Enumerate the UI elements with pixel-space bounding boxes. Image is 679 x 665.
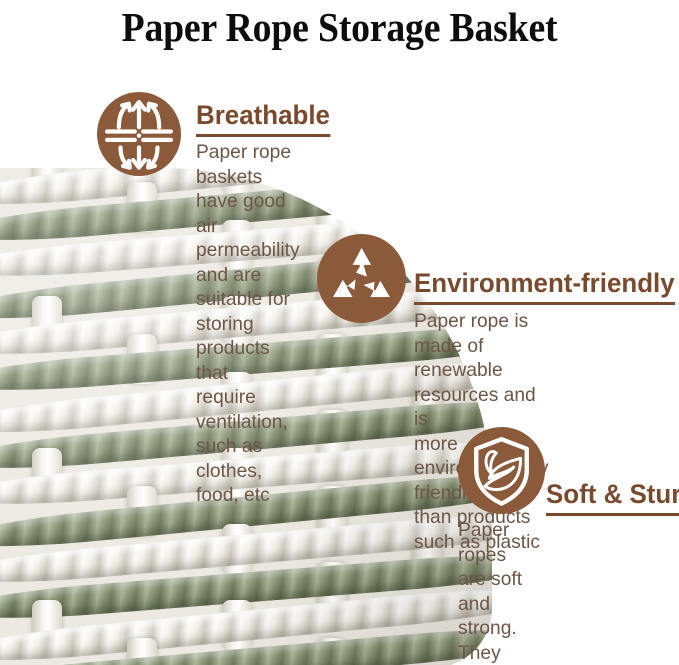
feature-heading: Breathable bbox=[196, 100, 330, 137]
feature-body: Paper rope baskets have good air permeab… bbox=[196, 141, 300, 506]
airflow-icon bbox=[97, 92, 181, 176]
shield-leaf-icon bbox=[458, 427, 545, 514]
recycle-icon bbox=[317, 234, 406, 323]
page-title: Paper Rope Storage Basket bbox=[121, 4, 558, 50]
feature-heading: Environment-friendly bbox=[414, 268, 675, 305]
feature-body: Paper ropes are soft and strong. They ar… bbox=[458, 519, 523, 664]
feature-heading: Soft & Sturdy bbox=[546, 479, 679, 516]
